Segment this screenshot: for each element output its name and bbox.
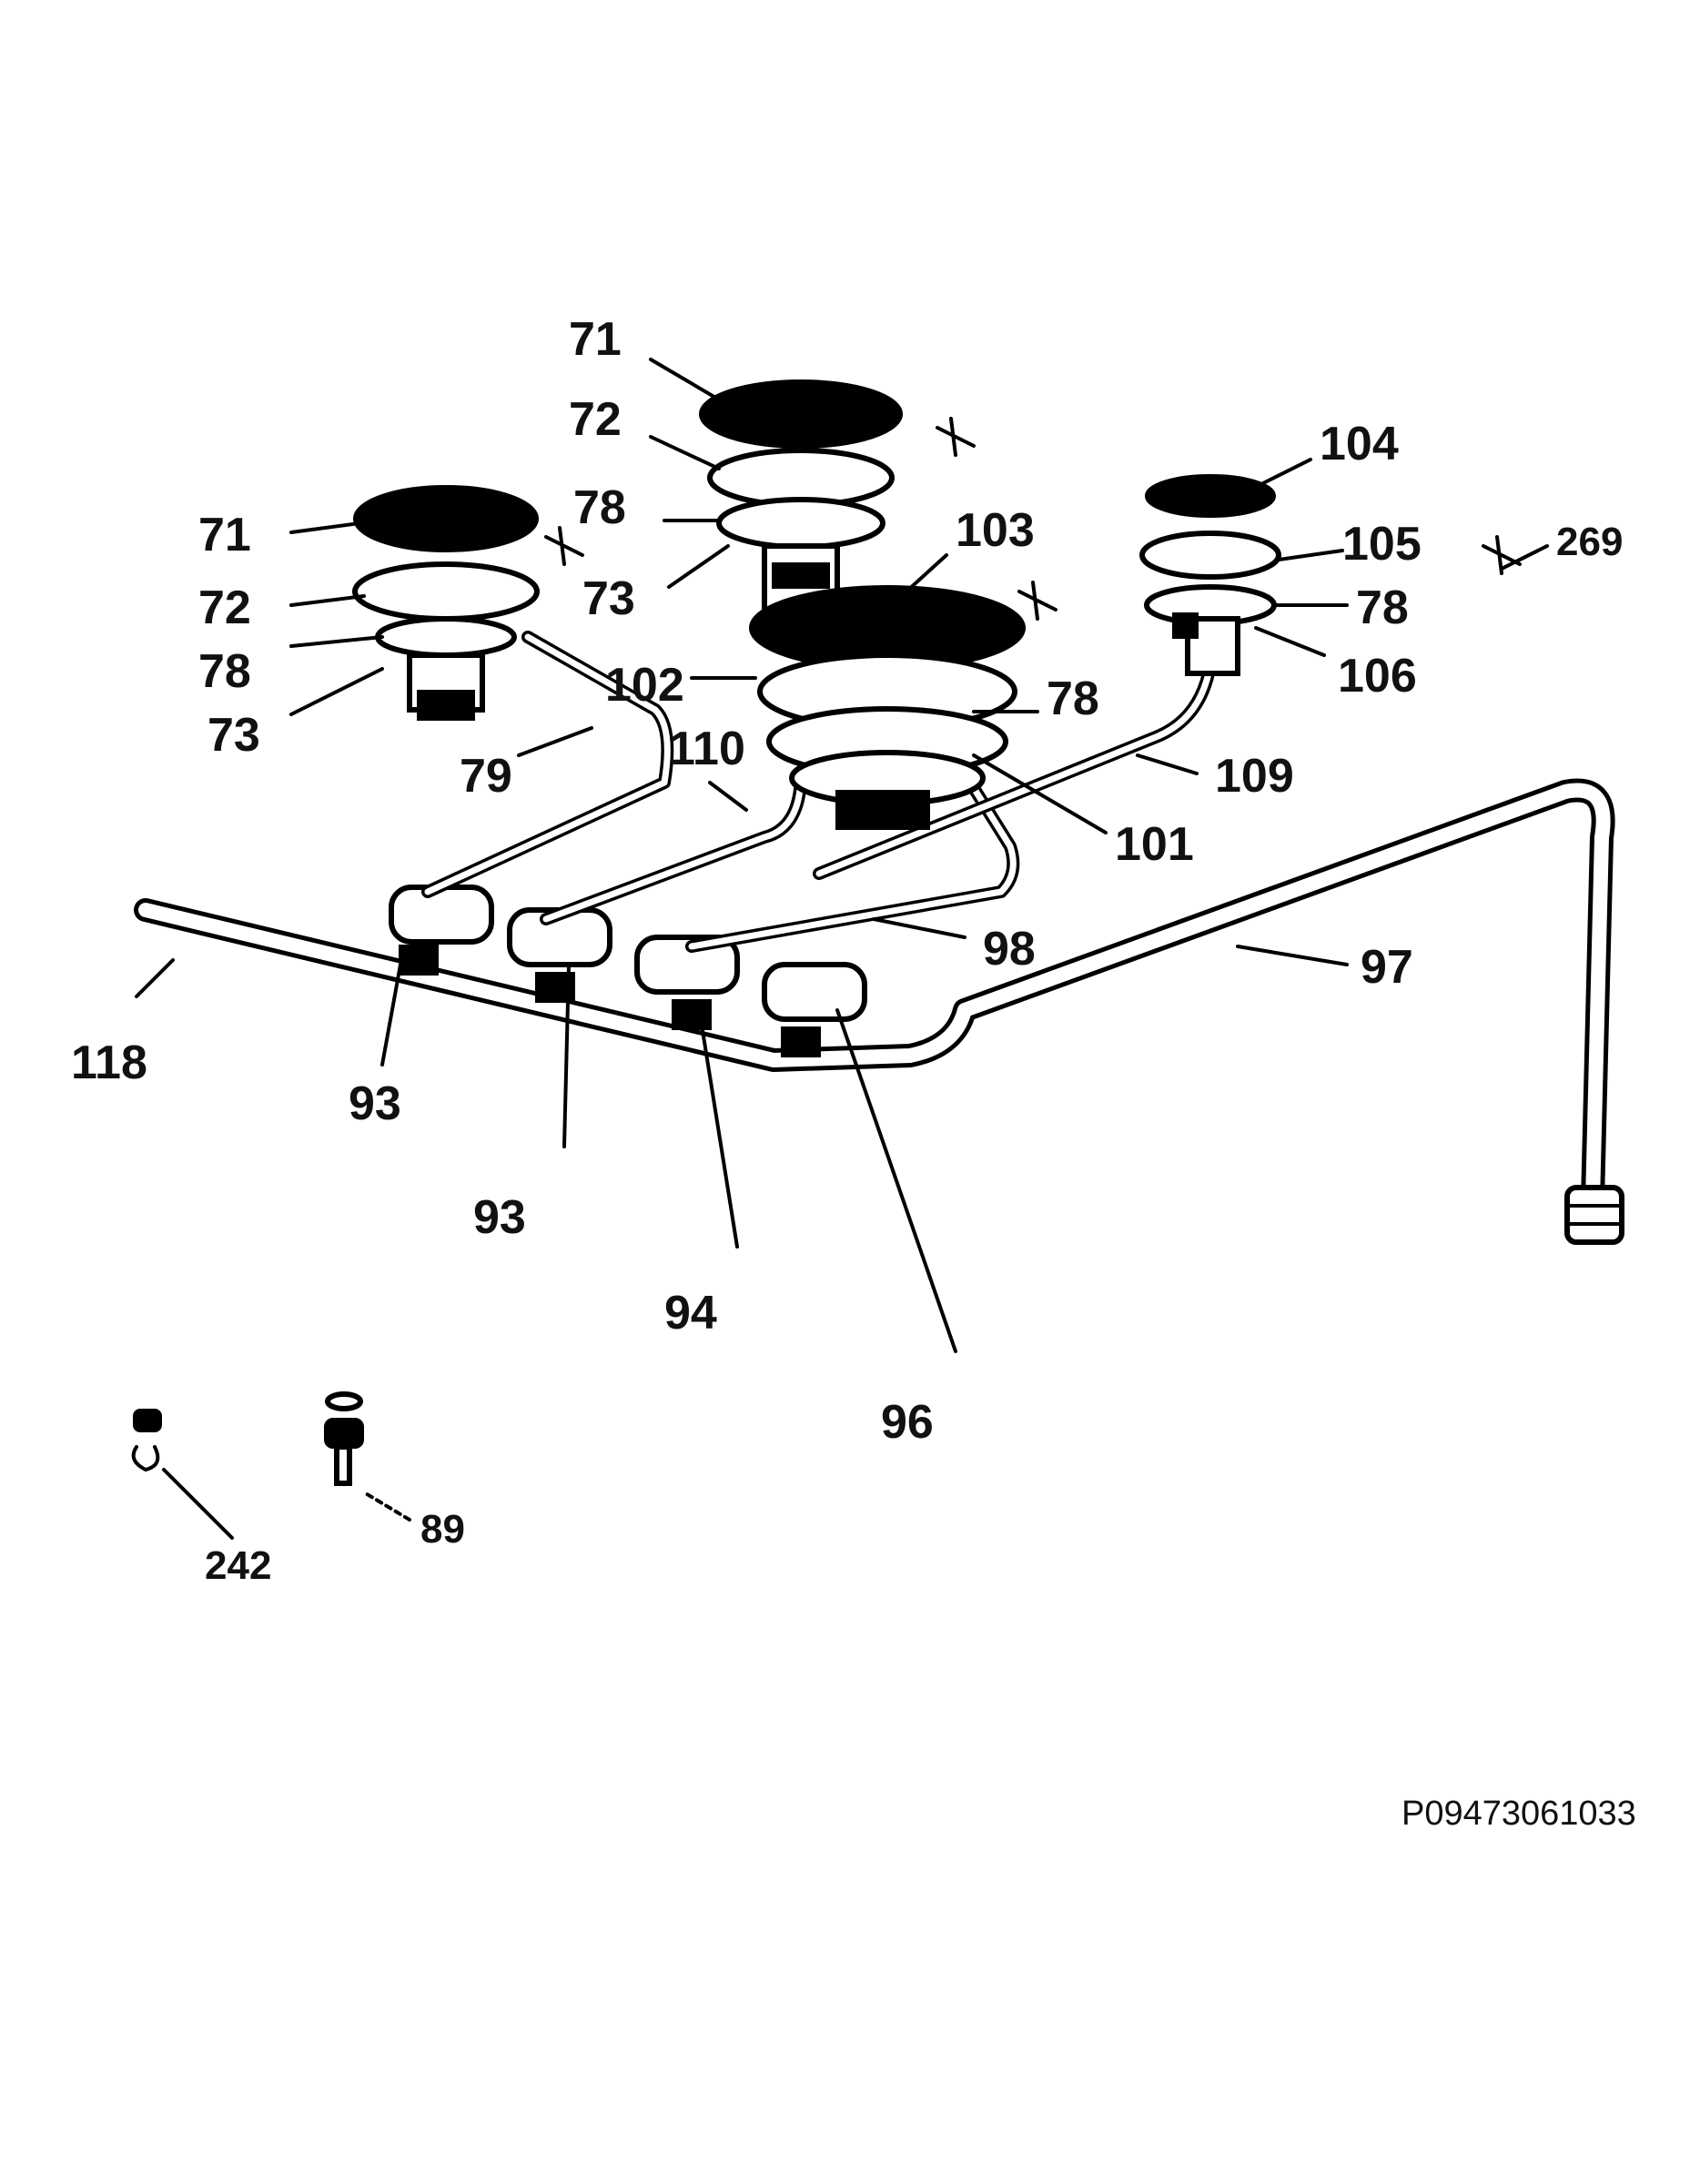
callout-71-left: 71: [198, 509, 251, 561]
callout-71-top: 71: [569, 313, 622, 366]
callout-242: 242: [205, 1543, 271, 1588]
callout-78-left: 78: [198, 645, 251, 698]
callout-109: 109: [1215, 750, 1294, 803]
gas-valves: [389, 885, 867, 1057]
callout-78-top: 78: [573, 481, 626, 534]
callout-118: 118: [71, 1036, 147, 1089]
diagram-reference-number: P09473061033: [1401, 1795, 1636, 1833]
callout-73-left: 73: [207, 709, 260, 762]
callout-104: 104: [1320, 418, 1399, 470]
callout-98: 98: [983, 923, 1036, 976]
callout-269: 269: [1556, 520, 1623, 564]
callout-93-b: 93: [473, 1191, 526, 1244]
burner-right: [1139, 474, 1281, 676]
gas-supply-tube: [134, 778, 1624, 1245]
callout-79: 79: [460, 750, 512, 803]
callout-106: 106: [1338, 650, 1417, 703]
callout-72-left: 72: [198, 581, 251, 634]
burner-left: [352, 485, 540, 721]
callout-110: 110: [669, 723, 745, 775]
callout-78-right: 78: [1356, 581, 1409, 634]
callout-labels: 71 72 78 73 71 72 78 73 103 102 78 110 1…: [71, 313, 1623, 1588]
burner-top: [699, 379, 903, 612]
leader-lines: [135, 358, 1540, 1540]
callout-94: 94: [664, 1287, 717, 1340]
callout-97: 97: [1361, 941, 1413, 994]
callout-72-top: 72: [569, 393, 622, 446]
small-parts: [131, 1391, 364, 1486]
callout-102: 102: [605, 659, 684, 712]
callout-89: 89: [420, 1507, 465, 1552]
callout-78-center: 78: [1047, 672, 1099, 725]
callout-103: 103: [956, 504, 1035, 557]
burner-large: [749, 585, 1026, 830]
callout-73-top: 73: [582, 572, 635, 625]
callout-101: 101: [1115, 818, 1194, 871]
callout-105: 105: [1342, 518, 1422, 571]
callout-93-a: 93: [349, 1077, 401, 1130]
callout-96: 96: [881, 1396, 934, 1449]
